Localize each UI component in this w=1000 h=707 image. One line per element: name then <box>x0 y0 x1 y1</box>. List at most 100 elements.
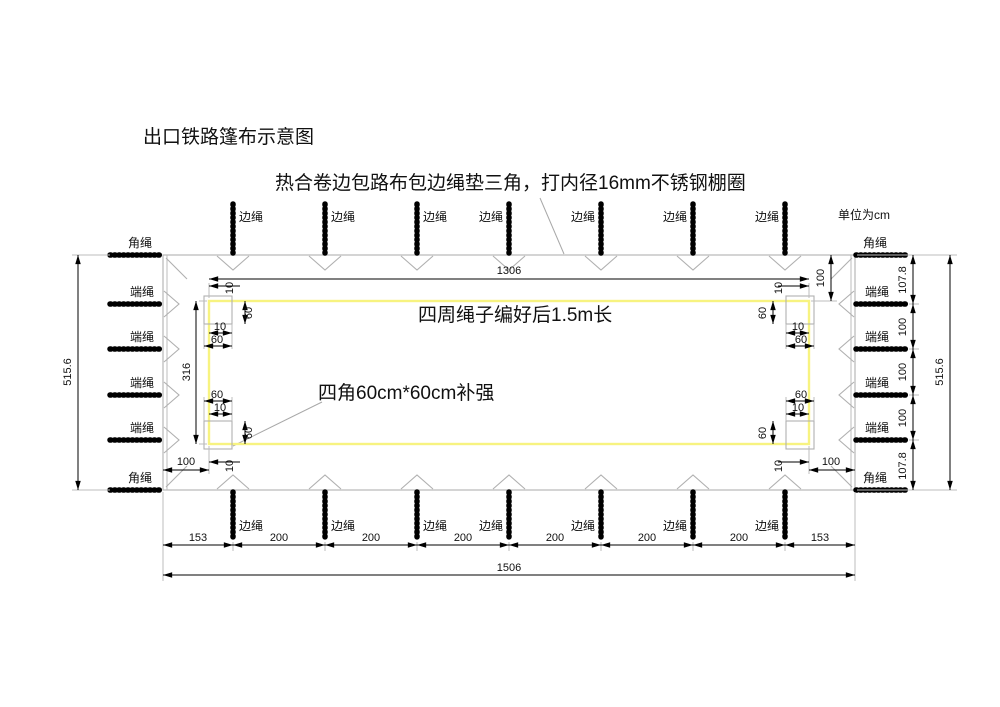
dim-end-rope-spacing: 100 <box>897 409 909 427</box>
edge-rope-label: 边绳 <box>423 519 447 533</box>
gusset-notches <box>163 255 855 490</box>
notch-right <box>838 335 855 363</box>
dim-patch-size: 60 <box>757 307 769 319</box>
dim-corner-offset: 100 <box>815 269 827 287</box>
dim-end-margin: 107.8 <box>897 452 909 480</box>
dim-corner-offset: 100 <box>177 456 195 468</box>
dim-total-height-right: 515.6 <box>934 358 946 386</box>
notch-top <box>676 255 710 271</box>
dim-overhang: 10 <box>214 321 226 333</box>
corner-rope-label: 角绳 <box>128 471 152 485</box>
dim-total-height-left: 515.6 <box>62 358 74 386</box>
corner-patch-tr <box>785 295 815 325</box>
dim-side-margin: 153 <box>189 532 207 544</box>
perimeter-rope-note: 四周绳子编好后1.5m长 <box>418 304 612 326</box>
corner-gusset-br <box>830 465 853 488</box>
edge-rope-label: 边绳 <box>239 210 263 224</box>
edge-rope-label: 边绳 <box>331 210 355 224</box>
notch-top <box>400 255 434 271</box>
notch-bottom <box>400 474 434 490</box>
dim-patch-size: 60 <box>243 427 255 439</box>
dim-total-width: 1506 <box>497 562 521 574</box>
end-rope-label: 端绳 <box>130 376 154 390</box>
notch-top <box>584 255 618 271</box>
dim-overhang: 10 <box>792 321 804 333</box>
notch-top <box>492 255 526 271</box>
dim-overhang: 10 <box>224 282 236 294</box>
edge-rope-label: 边绳 <box>479 519 503 533</box>
dim-end-rope-spacing: 100 <box>897 363 909 381</box>
hem-note-leader <box>539 197 565 255</box>
corner-rope-label: 角绳 <box>863 236 887 250</box>
dim-corner-offset: 100 <box>822 456 840 468</box>
notch-bottom <box>584 474 618 490</box>
edge-rope-label: 边绳 <box>663 519 687 533</box>
hem-note: 热合卷边包路布包边绳垫三角，打内径16mm不锈钢棚圈 <box>275 172 746 194</box>
edge-rope-label: 边绳 <box>423 210 447 224</box>
dim-overhang: 10 <box>224 460 236 472</box>
dim-patch-size: 60 <box>211 334 223 346</box>
end-rope-label: 端绳 <box>865 376 889 390</box>
corner-patch-bl <box>203 420 233 450</box>
notch-top <box>308 255 342 271</box>
end-rope-label: 端绳 <box>865 421 889 435</box>
dim-patch-size: 60 <box>795 389 807 401</box>
unit-note: 单位为cm <box>838 207 890 222</box>
dim-inner-height: 316 <box>181 363 193 381</box>
notch-bottom <box>768 474 802 490</box>
notch-left <box>163 290 180 318</box>
dimensions: 1306 316 515.6 515.6 107.8 100 100 100 1… <box>62 254 953 578</box>
notch-top <box>216 255 250 271</box>
dim-side-margin: 153 <box>811 532 829 544</box>
dim-edge-rope-spacing: 200 <box>546 532 564 544</box>
notch-right <box>838 381 855 409</box>
end-rope-label: 端绳 <box>865 330 889 344</box>
reinforce-boundary <box>207 299 811 446</box>
edge-ropes-top: 边绳 边绳 边绳 边绳 边绳 边绳 边绳 <box>230 201 788 256</box>
dim-inner-width: 1306 <box>497 265 521 277</box>
corner-patches <box>203 295 815 450</box>
dim-edge-rope-spacing: 200 <box>454 532 472 544</box>
corner-patch-tl <box>203 295 233 325</box>
notch-bottom <box>308 474 342 490</box>
end-rope-label: 端绳 <box>130 285 154 299</box>
edge-rope-label: 边绳 <box>755 210 779 224</box>
dim-overhang: 10 <box>773 282 785 294</box>
notch-right <box>838 290 855 318</box>
notch-left <box>163 381 180 409</box>
dim-overhang: 10 <box>214 402 226 414</box>
corner-reinforce-leader <box>232 401 323 447</box>
dim-patch-size: 60 <box>757 427 769 439</box>
corner-rope-label: 角绳 <box>863 471 887 485</box>
end-rope-label: 端绳 <box>865 285 889 299</box>
dim-patch-size: 60 <box>795 334 807 346</box>
dim-end-margin: 107.8 <box>897 266 909 294</box>
dim-overhang: 10 <box>773 460 785 472</box>
edge-rope-label: 边绳 <box>571 519 595 533</box>
notch-left <box>163 335 180 363</box>
end-rope-label: 端绳 <box>130 421 154 435</box>
edge-rope-label: 边绳 <box>239 519 263 533</box>
corner-gusset-tr <box>830 257 853 280</box>
dim-edge-rope-spacing: 200 <box>362 532 380 544</box>
notch-bottom <box>216 474 250 490</box>
dim-edge-rope-spacing: 200 <box>730 532 748 544</box>
edge-rope-label: 边绳 <box>571 210 595 224</box>
corner-rope-label: 角绳 <box>128 236 152 250</box>
edge-ropes-bottom: 边绳 边绳 边绳 边绳 边绳 边绳 边绳 <box>230 489 788 542</box>
end-rope-label: 端绳 <box>130 330 154 344</box>
notch-left <box>163 426 180 454</box>
notch-right <box>838 426 855 454</box>
corner-patch-br <box>785 420 815 450</box>
dim-overhang: 10 <box>792 402 804 414</box>
corner-gusset-bl <box>165 465 188 488</box>
notch-bottom <box>676 474 710 490</box>
edge-rope-label: 边绳 <box>755 519 779 533</box>
dim-patch-size: 60 <box>211 389 223 401</box>
page-title: 出口铁路篷布示意图 <box>143 126 314 148</box>
ropes-left: 角绳 端绳 端绳 端绳 端绳 角绳 <box>107 236 165 493</box>
dim-patch-size: 60 <box>243 307 255 319</box>
edge-rope-label: 边绳 <box>663 210 687 224</box>
notch-top <box>768 255 802 271</box>
